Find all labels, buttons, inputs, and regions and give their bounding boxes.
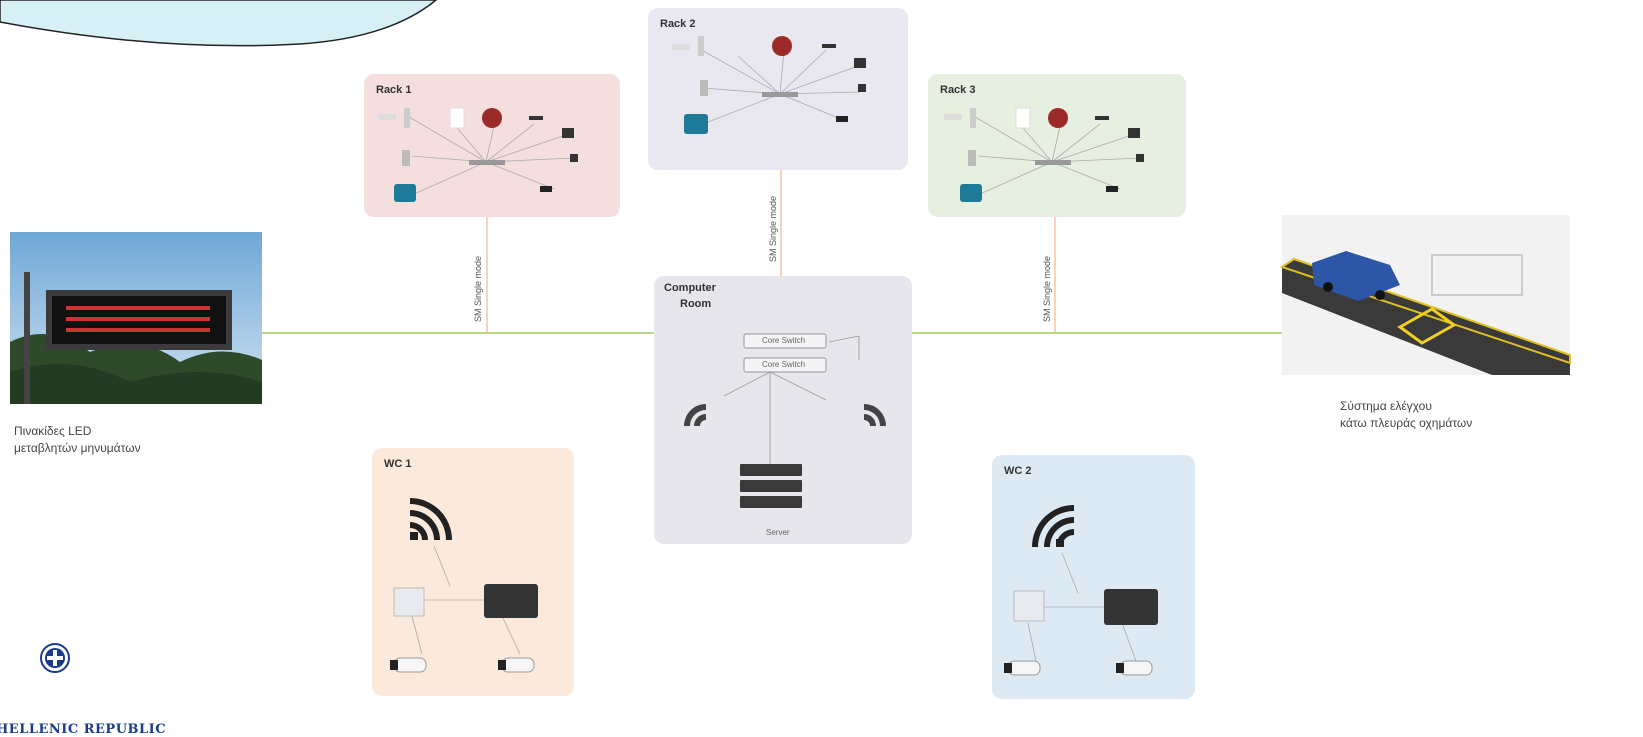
computer-room-title-line1: Computer [664,282,716,294]
wc-1-title: WC 1 [384,458,412,470]
vehicle-system-caption: Σύστημα ελέγχου κάτω πλευράς οχημάτων [1340,398,1472,432]
callout-bubble [0,0,438,47]
fiber-label-rack-1: SM Single mode [473,255,483,322]
rack-2-devices [672,36,866,134]
camera-icon [1004,660,1041,676]
vehicle-system-photo [1279,215,1571,375]
server-label: Server [766,528,790,537]
camera-icon [390,657,427,673]
wc-1-box: WC 1 [372,448,574,696]
computer-room-diagram [684,333,886,508]
fiber-label-rack-2: SM Single mode [768,195,778,262]
wc-2-box: WC 2 [992,455,1195,699]
vehicle-system-caption-line1: Σύστημα ελέγχου [1340,399,1432,413]
wc-2-devices [1004,505,1158,676]
car-icon [1312,251,1400,301]
led-sign-photo [10,232,262,404]
camera-icon [498,657,535,673]
rack-1-title: Rack 1 [376,84,412,96]
vehicle-system-caption-line2: κάτω πλευράς οχημάτων [1340,416,1473,430]
rack-3-title: Rack 3 [940,84,976,96]
logo-text: HELLENIC REPUBLIC [0,722,167,737]
switch-2-label: Core Switch [762,360,806,369]
wc-2-title: WC 2 [1004,465,1032,477]
wifi-icon-left [684,404,706,426]
fiber-label-rack-3: SM Single mode [1042,255,1052,322]
led-sign-caption: Πινακίδες LED μεταβλητών μηνυμάτων [14,423,141,457]
server-rack-icon [740,464,802,508]
wifi-icon-right [864,404,886,426]
hellenic-emblem-icon [40,643,70,673]
wifi-icon [1032,505,1074,547]
rack-2-title: Rack 2 [660,18,696,30]
wifi-icon [410,498,452,540]
rack-1-box: Rack 1 [364,74,620,217]
led-sign-caption-line2: μεταβλητών μηνυμάτων [14,441,141,455]
rack-1-devices [378,107,578,202]
wc-1-devices [390,498,538,673]
computer-room-title-line2: Room [680,298,712,310]
led-sign-caption-line1: Πινακίδες LED [14,424,92,438]
camera-icon [1116,660,1153,676]
switch-1-label: Core Switch [762,336,806,345]
rack-3-devices [944,107,1144,202]
